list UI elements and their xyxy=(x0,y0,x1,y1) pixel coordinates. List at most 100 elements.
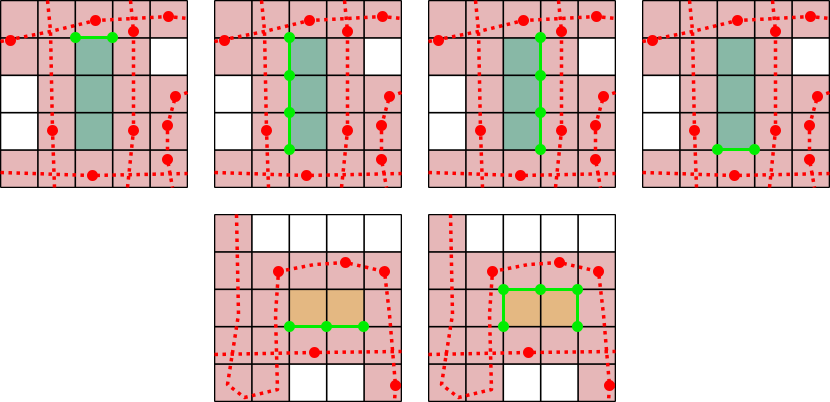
grid-cell xyxy=(428,364,466,402)
grid-cell xyxy=(75,150,113,188)
red-paths xyxy=(0,0,188,188)
grid-panel-top-2 xyxy=(214,0,402,188)
grid-cell xyxy=(251,37,290,76)
grid-cell xyxy=(150,75,188,113)
red-node-dot xyxy=(261,125,272,136)
red-node-dot xyxy=(301,170,312,181)
grid-cell xyxy=(754,150,793,188)
grid-cell xyxy=(112,37,151,76)
grid-cell xyxy=(578,326,616,365)
grid-cell xyxy=(289,326,327,365)
grid-cell xyxy=(503,326,541,365)
grid-cell xyxy=(326,289,365,327)
grid-cell xyxy=(289,112,327,151)
grid-panel-top-1 xyxy=(0,0,188,188)
grid-cell xyxy=(289,214,327,252)
grid-cell xyxy=(717,37,755,76)
red-dotted-path xyxy=(687,0,699,188)
red-node-dot xyxy=(598,91,609,102)
red-node-dot xyxy=(170,91,181,102)
grid-cell xyxy=(679,150,718,188)
grid-cell xyxy=(289,150,327,188)
grid-panel-top-4 xyxy=(642,0,830,188)
red-dotted-path xyxy=(553,0,564,188)
grid-cell xyxy=(37,0,76,38)
green-node-dot xyxy=(535,144,546,155)
grid-cell xyxy=(465,75,504,113)
red-node-dot xyxy=(812,91,823,102)
grid-cell xyxy=(642,112,680,151)
red-dotted-path xyxy=(642,14,830,44)
red-node-dot xyxy=(376,120,387,131)
grid-cell xyxy=(150,37,188,76)
grid-lines xyxy=(214,0,402,188)
red-node-dot xyxy=(128,125,139,136)
grid-cell xyxy=(289,75,327,113)
red-node-dot xyxy=(128,26,139,37)
red-node-dot xyxy=(804,154,815,165)
red-node-dot xyxy=(590,154,601,165)
grid-cell xyxy=(540,150,579,188)
red-dotted-path xyxy=(214,349,402,357)
red-node-dot xyxy=(590,120,601,131)
green-node-dot xyxy=(535,107,546,118)
green-node-dot xyxy=(498,284,509,295)
grid-cell xyxy=(75,37,113,76)
grid-cell xyxy=(251,75,290,113)
red-node-dot xyxy=(340,257,351,268)
grid-svg xyxy=(214,214,402,402)
grid-cell xyxy=(289,289,327,327)
grid-cells xyxy=(0,0,188,188)
grid-cell xyxy=(503,364,541,402)
grid-panel-bottom-1 xyxy=(214,214,402,402)
grid-cell xyxy=(37,37,76,76)
green-node-dot xyxy=(284,144,295,155)
grid-cell xyxy=(428,0,466,38)
grid-cell xyxy=(503,37,541,76)
green-node-dot xyxy=(749,144,760,155)
green-node-dot xyxy=(284,70,295,81)
red-node-dot xyxy=(273,266,284,277)
red-node-dot xyxy=(47,125,58,136)
green-node-dot xyxy=(498,321,509,332)
green-path xyxy=(535,32,546,155)
grid-cell xyxy=(717,150,755,188)
grid-cell xyxy=(465,289,504,327)
grid-cell xyxy=(465,364,504,402)
grid-cell xyxy=(428,112,466,151)
red-node-dot xyxy=(87,170,98,181)
grid-cell xyxy=(540,37,579,76)
red-node-dot xyxy=(379,266,390,277)
grid-cell xyxy=(540,326,579,365)
grid-cell xyxy=(717,75,755,113)
grid-cell xyxy=(0,112,38,151)
grid-cell xyxy=(428,214,466,252)
red-node-dot xyxy=(376,154,387,165)
grid-cell xyxy=(214,251,252,290)
grid-cell xyxy=(289,251,327,290)
red-paths xyxy=(428,214,616,402)
grid-cells xyxy=(428,0,616,188)
red-node-dot xyxy=(163,11,174,22)
grid-cell xyxy=(364,214,402,252)
grid-panel-bottom-2 xyxy=(428,214,616,402)
grid-cell xyxy=(578,214,616,252)
red-node-dot xyxy=(604,380,615,391)
red-node-dot xyxy=(342,26,353,37)
grid-cell xyxy=(214,0,252,38)
red-dotted-path xyxy=(259,0,271,188)
green-node-dot xyxy=(358,321,369,332)
grid-cell xyxy=(364,326,402,365)
grid-cell xyxy=(0,75,38,113)
red-node-dot xyxy=(647,35,658,46)
grid-cell xyxy=(540,75,579,113)
green-node-dot xyxy=(284,32,295,43)
red-dotted-path xyxy=(428,349,616,357)
grid-svg xyxy=(0,0,188,188)
grid-svg xyxy=(642,0,830,188)
grid-svg xyxy=(428,214,616,402)
red-node-dot xyxy=(689,125,700,136)
green-node-dot xyxy=(284,107,295,118)
red-node-dot xyxy=(342,125,353,136)
grid-cell xyxy=(214,75,252,113)
